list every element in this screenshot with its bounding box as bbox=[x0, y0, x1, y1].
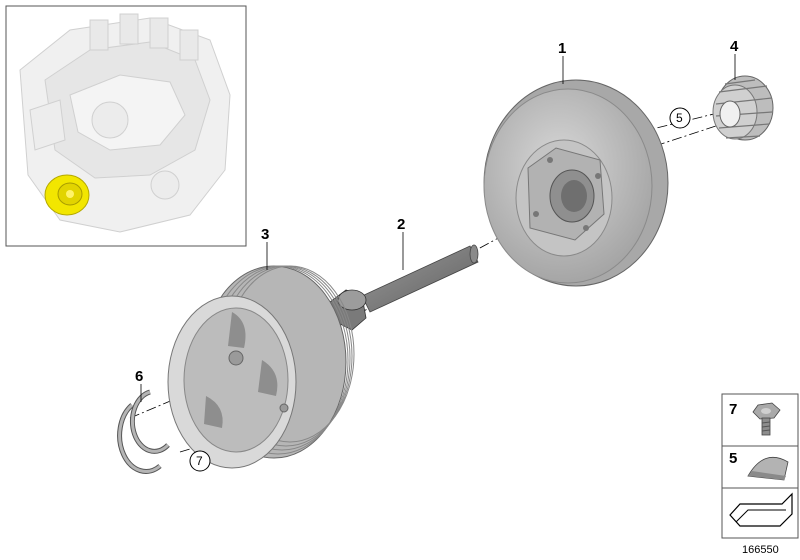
vibration-damper bbox=[483, 79, 669, 287]
circled-callout-7: 7 bbox=[189, 450, 211, 472]
legend-label-7: 7 bbox=[729, 401, 737, 418]
hex-bolt-icon bbox=[752, 402, 781, 436]
leader-lines bbox=[140, 54, 736, 402]
woodruff-key-icon bbox=[747, 457, 789, 481]
callout-2: 2 bbox=[397, 216, 405, 233]
crankshaft-sprocket bbox=[712, 75, 774, 141]
callout-4: 4 bbox=[730, 38, 739, 55]
diagram-number: 166550 bbox=[742, 544, 779, 556]
circlip bbox=[117, 389, 170, 474]
legend-panel: 7 5 bbox=[721, 393, 799, 539]
callout-3: 3 bbox=[261, 226, 269, 243]
highlighted-vibration-damper bbox=[44, 174, 90, 216]
circled-callout-5: 5 bbox=[669, 107, 691, 129]
svg-text:7: 7 bbox=[196, 454, 203, 468]
central-bolt bbox=[329, 244, 479, 331]
legend-label-5: 5 bbox=[729, 450, 737, 467]
view-direction-arrow-icon bbox=[729, 492, 793, 527]
svg-text:5: 5 bbox=[676, 111, 683, 125]
engine-overview-inset bbox=[5, 5, 247, 247]
belt-pulley bbox=[167, 265, 355, 469]
callout-1: 1 bbox=[558, 40, 566, 57]
callout-6: 6 bbox=[135, 368, 143, 385]
